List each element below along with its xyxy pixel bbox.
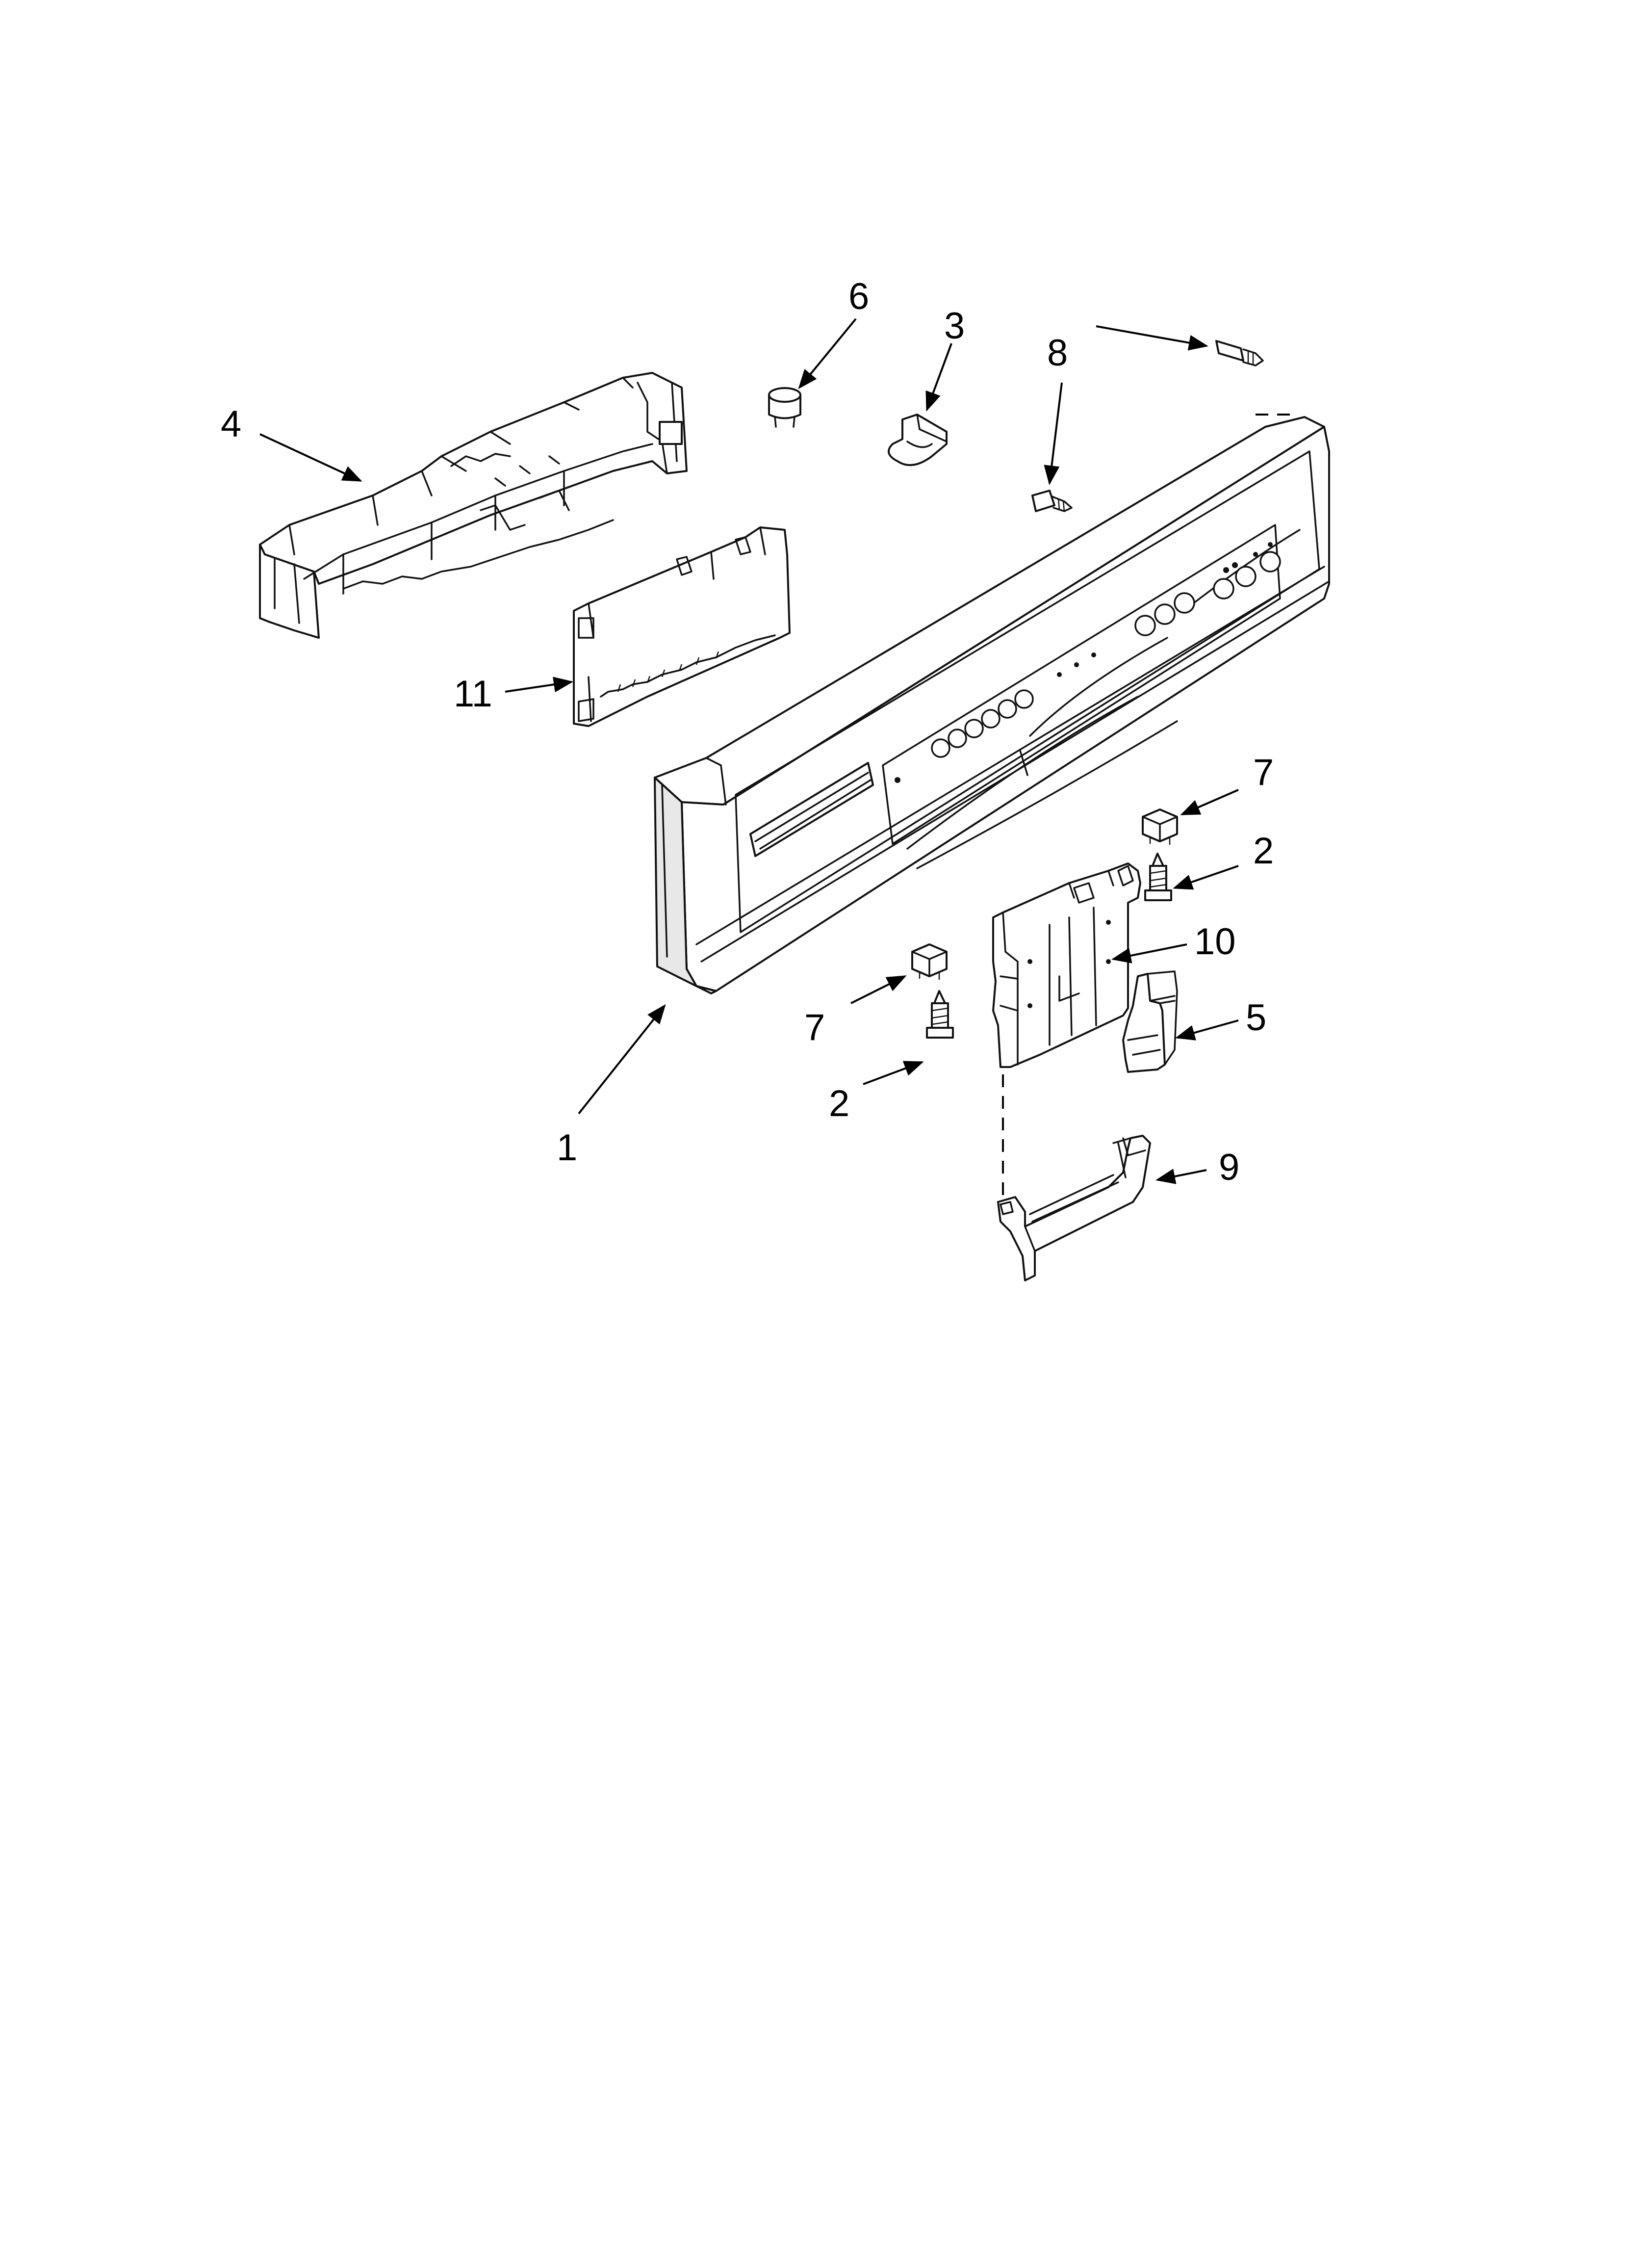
leader-7-left — [850, 975, 907, 1004]
leader-3 — [925, 343, 952, 412]
screw-part-right — [1144, 853, 1172, 901]
leader-1 — [578, 1004, 666, 1115]
callout-4: 4 — [221, 403, 241, 445]
clip-part — [888, 414, 948, 466]
leader-2-left — [863, 1061, 924, 1085]
callout-10: 10 — [1194, 921, 1236, 963]
callout-8: 8 — [1047, 332, 1068, 374]
latch-part — [1122, 970, 1178, 1073]
callout-1: 1 — [557, 1127, 577, 1169]
callout-2-left: 2 — [829, 1083, 849, 1124]
leader-10 — [1111, 943, 1187, 964]
callout-11: 11 — [454, 673, 492, 715]
callout-6: 6 — [848, 276, 869, 317]
callout-7-left: 7 — [804, 1007, 825, 1048]
leader-6 — [798, 318, 857, 390]
screw-part-middle — [1031, 490, 1073, 512]
clip-part-lower — [911, 943, 948, 980]
leader-2-right — [1173, 865, 1239, 890]
leader-9 — [1155, 1169, 1207, 1184]
handle-bracket-part — [997, 1135, 1151, 1281]
leader-5 — [1175, 1019, 1239, 1041]
control-board-part — [573, 526, 791, 727]
leader-4 — [259, 433, 362, 482]
callout-2-right: 2 — [1253, 830, 1274, 872]
clip-part-upper — [1142, 808, 1178, 845]
cap-part — [768, 387, 801, 428]
callout-3: 3 — [944, 305, 965, 347]
callout-5: 5 — [1246, 997, 1266, 1039]
callout-7-right: 7 — [1253, 752, 1274, 793]
console-bracket-part — [259, 372, 688, 639]
console-panel-part — [654, 416, 1330, 994]
leader-11 — [505, 677, 573, 693]
leader-8-lower — [1044, 382, 1063, 485]
callout-9: 9 — [1219, 1147, 1239, 1188]
leader-8-upper — [1096, 325, 1208, 351]
screw-part-left — [926, 990, 954, 1039]
bracket-plate-part — [992, 862, 1141, 1068]
screw-part-upper — [1215, 340, 1264, 366]
leader-7-right — [1180, 789, 1239, 815]
